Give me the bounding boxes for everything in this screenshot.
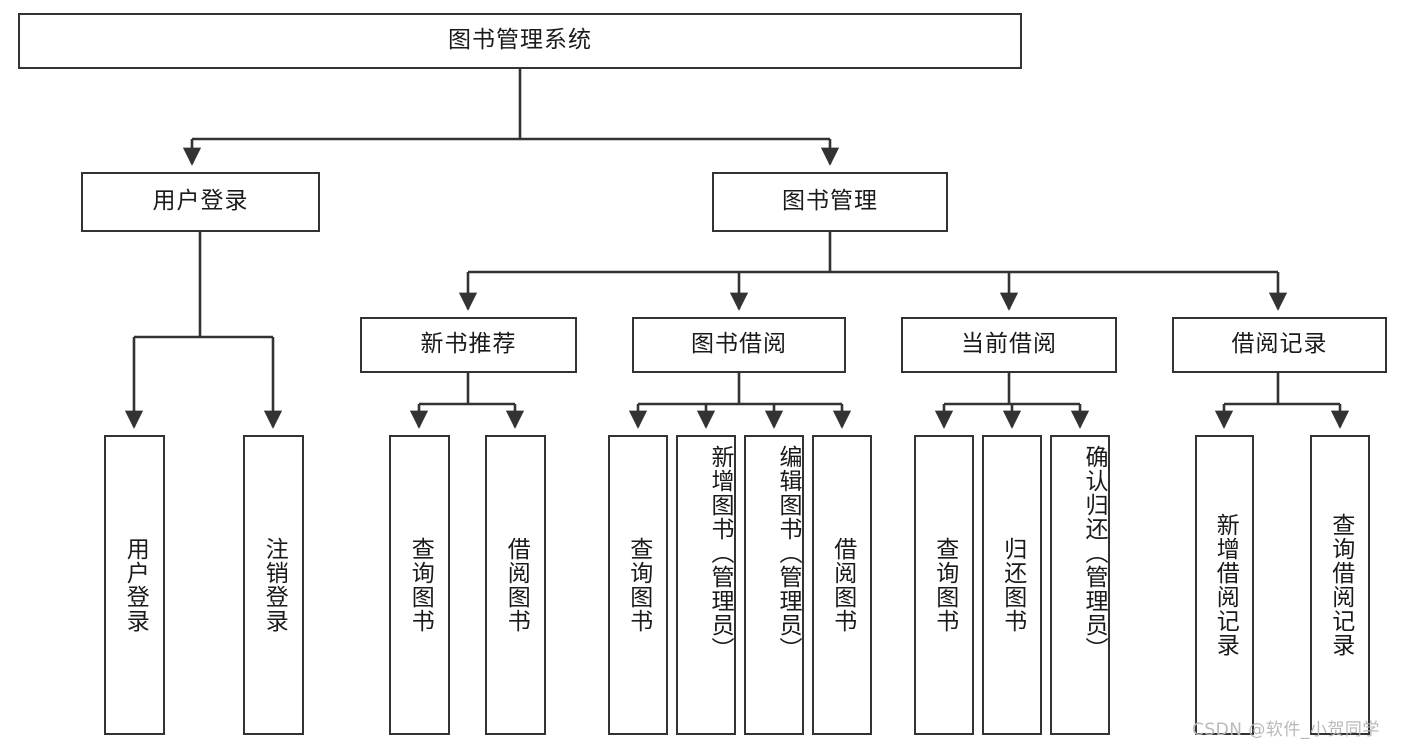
leaf-query-book-current[interactable]: 查询图书 — [914, 435, 974, 735]
leaf-query-book-recommend[interactable]: 查询图书 — [389, 435, 450, 735]
leaf-borrow-book-recommend-label: 借阅图书 — [503, 537, 530, 633]
leaf-add-borrow-record-label: 新增借阅记录 — [1212, 513, 1239, 657]
leaf-add-book-admin[interactable]: 新增图书（管理员） — [676, 435, 736, 735]
node-borrow-records[interactable]: 借阅记录 — [1172, 317, 1387, 373]
leaf-lend-book[interactable]: 借阅图书 — [812, 435, 872, 735]
node-book-management[interactable]: 图书管理 — [712, 172, 948, 232]
leaf-user-logout-label: 注销登录 — [261, 537, 288, 633]
node-new-book-recommend[interactable]: 新书推荐 — [360, 317, 577, 373]
leaf-borrow-book-recommend[interactable]: 借阅图书 — [485, 435, 546, 735]
node-root-label: 图书管理系统 — [448, 27, 592, 54]
leaf-lend-book-label: 借阅图书 — [829, 537, 856, 633]
leaf-return-book-label: 归还图书 — [999, 537, 1026, 633]
leaf-query-book-recommend-label: 查询图书 — [407, 537, 434, 633]
leaf-user-login[interactable]: 用户登录 — [104, 435, 165, 735]
leaf-query-borrow-record-label: 查询借阅记录 — [1327, 513, 1354, 657]
node-user-login-label: 用户登录 — [152, 188, 249, 215]
leaf-confirm-return-admin[interactable]: 确认归还（管理员） — [1050, 435, 1110, 735]
leaf-query-book-borrow[interactable]: 查询图书 — [608, 435, 668, 735]
node-book-borrow[interactable]: 图书借阅 — [632, 317, 846, 373]
watermark: CSDN @软件_小贺同学 — [1192, 720, 1380, 740]
leaf-query-book-borrow-label: 查询图书 — [625, 537, 652, 633]
leaf-add-borrow-record[interactable]: 新增借阅记录 — [1195, 435, 1254, 735]
leaf-user-login-label: 用户登录 — [122, 537, 149, 633]
leaf-confirm-return-admin-label: 确认归还（管理员） — [1081, 445, 1107, 661]
node-borrow-records-label: 借阅记录 — [1231, 331, 1328, 358]
leaf-add-book-admin-label: 新增图书（管理员） — [707, 445, 733, 661]
leaf-edit-book-admin-label: 编辑图书（管理员） — [775, 445, 801, 661]
leaf-query-book-current-label: 查询图书 — [931, 537, 958, 633]
node-book-management-label: 图书管理 — [782, 188, 878, 215]
node-root[interactable]: 图书管理系统 — [18, 13, 1022, 69]
leaf-user-logout[interactable]: 注销登录 — [243, 435, 304, 735]
leaf-edit-book-admin[interactable]: 编辑图书（管理员） — [744, 435, 804, 735]
node-new-book-recommend-label: 新书推荐 — [420, 331, 517, 358]
node-current-borrow-label: 当前借阅 — [961, 331, 1057, 358]
node-current-borrow[interactable]: 当前借阅 — [901, 317, 1117, 373]
leaf-return-book[interactable]: 归还图书 — [982, 435, 1042, 735]
leaf-query-borrow-record[interactable]: 查询借阅记录 — [1310, 435, 1370, 735]
node-book-borrow-label: 图书借阅 — [691, 331, 787, 358]
node-user-login[interactable]: 用户登录 — [81, 172, 320, 232]
